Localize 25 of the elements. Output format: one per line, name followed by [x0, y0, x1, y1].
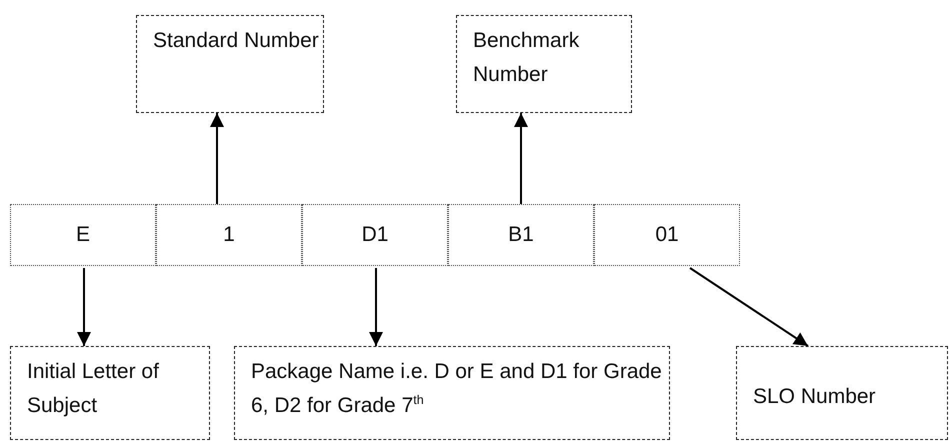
box-text: 1: [223, 222, 235, 248]
arrow: [77, 268, 91, 346]
code-segment-cell: [448, 204, 594, 266]
box-text: 01: [655, 222, 679, 248]
description-box: [136, 15, 324, 113]
box-text: SLO Number: [753, 384, 876, 410]
box-text: Benchmark Number: [473, 29, 580, 86]
code-segment-cell: [10, 204, 156, 266]
description-box: [234, 346, 670, 440]
box-text: B1: [508, 222, 534, 248]
box-text: Standard Number: [153, 29, 319, 52]
box-text: Package Name i.e. D or E and D1 for Grade 6, D2 for Grade 7$^{th}$: [251, 360, 662, 417]
description-box: [736, 346, 948, 440]
description-box: [456, 15, 632, 113]
arrow: [369, 268, 383, 346]
code-segment-cell: [594, 204, 740, 266]
code-segment-cell: [156, 204, 302, 266]
box-text: E: [76, 222, 90, 248]
box-text: Initial Letter of Subject: [27, 360, 159, 417]
box-text: D1: [362, 222, 388, 248]
description-box: [10, 346, 210, 440]
arrow: [210, 113, 224, 204]
code-segment-cell: [302, 204, 448, 266]
arrow: [514, 113, 528, 204]
arrow: [689, 267, 809, 347]
